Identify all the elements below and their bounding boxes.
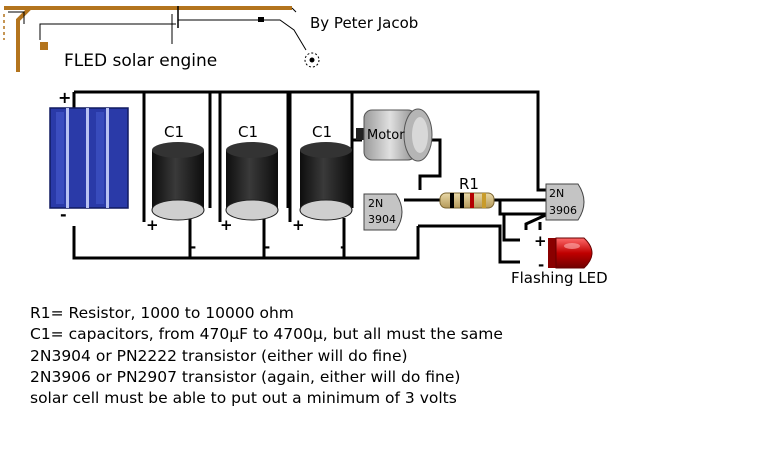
flashing-led bbox=[548, 237, 593, 269]
solar-plus-sign: + bbox=[58, 88, 71, 107]
note-pnp-transistor: 2N3906 or PN2907 transistor (again, eith… bbox=[30, 367, 461, 386]
transistor-pnp-line1: 2N bbox=[549, 187, 564, 200]
note-npn-transistor: 2N3904 or PN2222 transistor (either will… bbox=[30, 346, 408, 365]
led-label: Flashing LED bbox=[511, 269, 608, 287]
capacitor-label: C1 bbox=[312, 123, 332, 141]
capacitor-plus-sign: + bbox=[146, 216, 159, 234]
resistor bbox=[439, 192, 495, 209]
capacitor-plus-sign: + bbox=[220, 216, 233, 234]
capacitor bbox=[225, 142, 279, 221]
transistor-npn-line2: 3904 bbox=[368, 213, 396, 226]
led-plus-sign: + bbox=[534, 232, 547, 250]
component-notes: R1= Resistor, 1000 to 10000 ohm C1= capa… bbox=[30, 303, 503, 409]
author-credit: By Peter Jacob bbox=[310, 14, 418, 32]
solar-panel bbox=[49, 107, 129, 209]
transistor-pnp bbox=[545, 183, 585, 221]
capacitor-minus-sign: - bbox=[190, 238, 196, 256]
transistor-npn bbox=[363, 193, 403, 231]
transistor-pnp-line2: 3906 bbox=[549, 204, 577, 217]
note-capacitors: C1= capacitors, from 470µF to 4700µ, but… bbox=[30, 325, 503, 344]
circuit-wires bbox=[72, 90, 549, 264]
capacitor bbox=[299, 142, 353, 221]
capacitor-minus-sign: - bbox=[340, 238, 346, 256]
diagram-title: FLED solar engine bbox=[64, 51, 217, 71]
motor-label: Motor bbox=[367, 128, 405, 143]
logo-circuit-trace bbox=[3, 6, 320, 72]
capacitor-label: C1 bbox=[164, 123, 184, 141]
resistor-label: R1 bbox=[459, 175, 479, 193]
solar-minus-sign: - bbox=[60, 205, 67, 224]
capacitor-plus-sign: + bbox=[292, 216, 305, 234]
capacitor-label: C1 bbox=[238, 123, 258, 141]
led-minus-sign: - bbox=[538, 256, 544, 274]
capacitor-minus-sign: - bbox=[264, 238, 270, 256]
transistor-npn-line1: 2N bbox=[368, 197, 383, 210]
motor bbox=[356, 108, 433, 162]
capacitor bbox=[151, 142, 205, 221]
note-resistor: R1= Resistor, 1000 to 10000 ohm bbox=[30, 304, 294, 322]
note-solar-cell: solar cell must be able to put out a min… bbox=[30, 389, 457, 408]
